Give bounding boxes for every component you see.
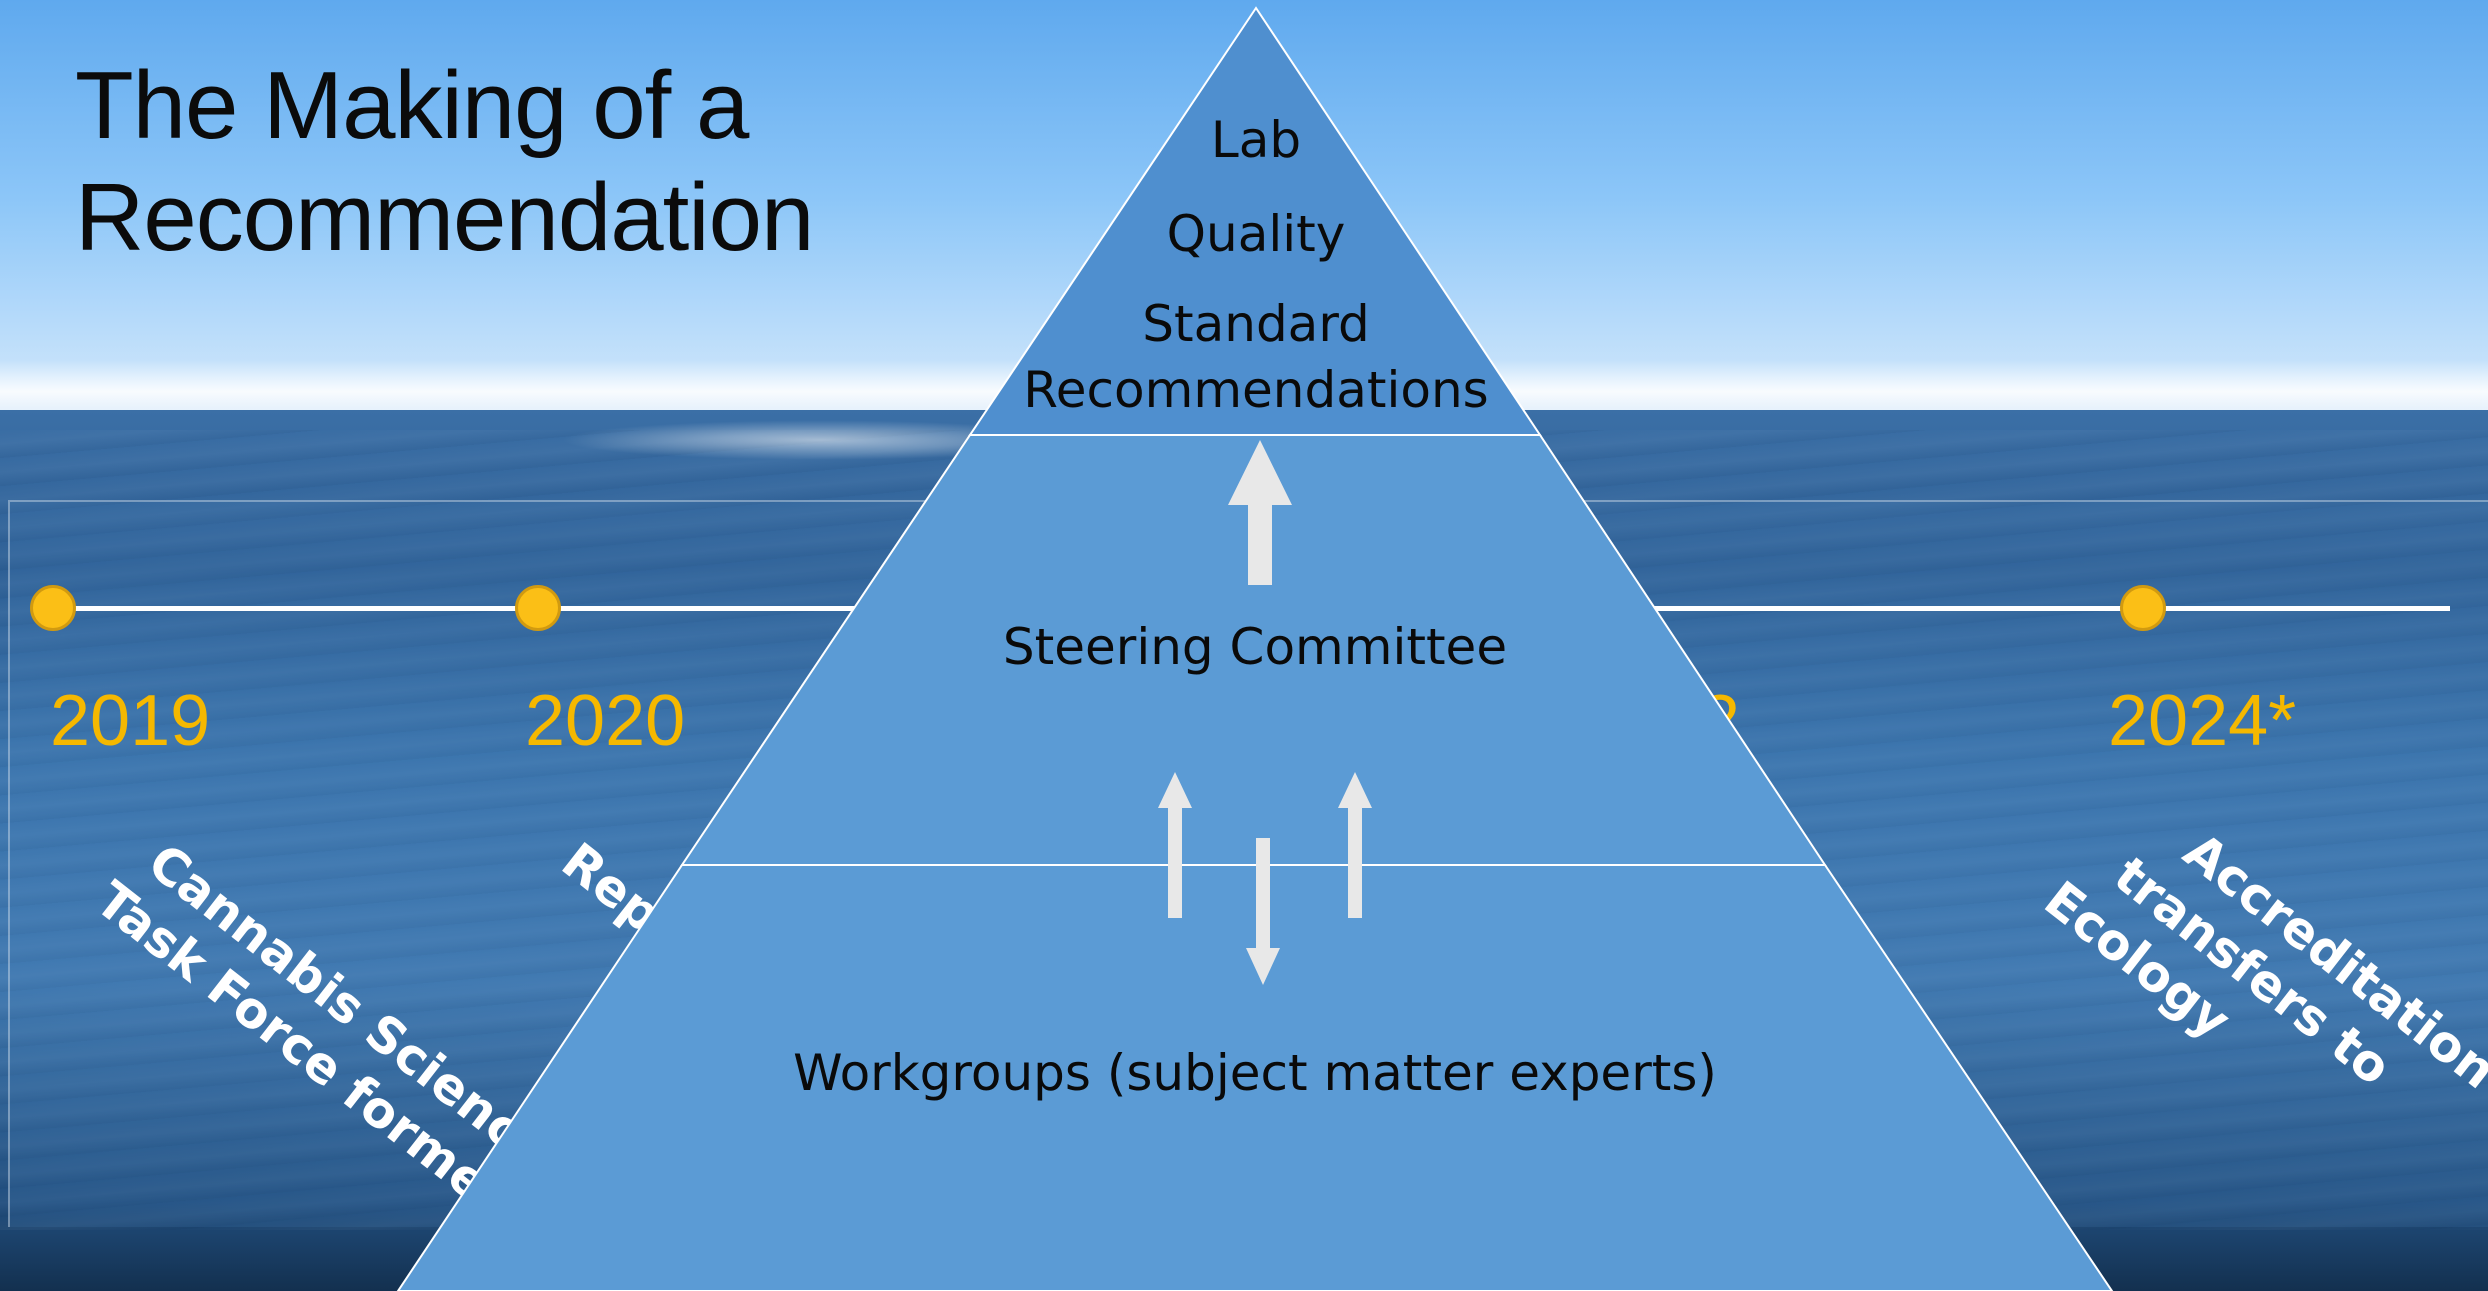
pyramid-top-text: Lab Quality Standard Recommendations — [1000, 105, 1512, 423]
slide-title: The Making of a Recommendation — [75, 50, 975, 274]
timeline-dot-2019 — [30, 585, 76, 631]
title-line-2: Recommendation — [75, 164, 814, 271]
top-line-recommendations: Recommendations — [1023, 361, 1489, 419]
arrow-up-left — [1158, 772, 1192, 918]
year-2024: 2024* — [2108, 681, 2297, 761]
title-line-1: The Making of a — [75, 52, 749, 159]
timeline-dot-2020 — [515, 585, 561, 631]
top-line-quality: Quality — [1166, 205, 1346, 263]
arrow-up-large — [1228, 440, 1292, 585]
timeline-dot-2024 — [2120, 585, 2166, 631]
timeline-line-right — [1620, 606, 2450, 611]
timeline-line-left — [55, 606, 875, 611]
arrow-down — [1246, 838, 1280, 985]
top-line-standard: Standard — [1142, 295, 1370, 353]
top-line-lab: Lab — [1210, 111, 1302, 169]
year-2019: 2019 — [50, 681, 211, 761]
middle-tier-label: Steering Committee — [1002, 618, 1508, 676]
pyramid-top-tier — [968, 6, 1542, 436]
year-2020: 2020 — [525, 681, 686, 761]
arrow-up-right — [1338, 772, 1372, 918]
bottom-tier-label: Workgroups (subject matter experts) — [793, 1044, 1717, 1102]
